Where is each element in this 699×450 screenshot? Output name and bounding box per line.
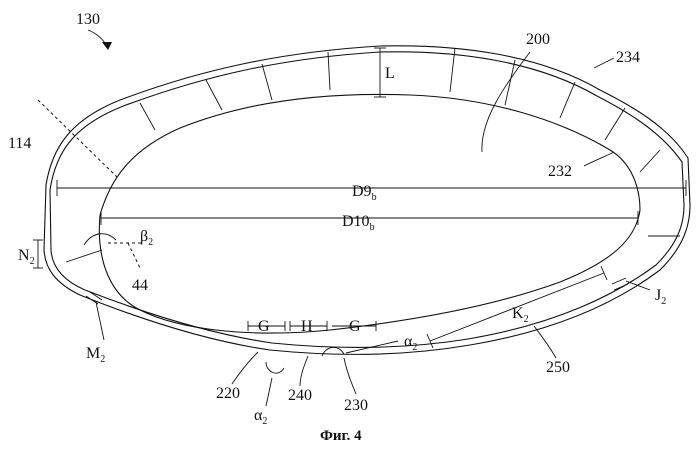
ref-230-leader [344, 358, 356, 394]
dim-D10b-label: D10b [342, 213, 375, 233]
ref-234-label: 234 [616, 49, 640, 66]
ref-220-label: 220 [216, 385, 240, 402]
dim-D9b-label: D9b [352, 183, 377, 203]
ref-232-label: 232 [548, 163, 572, 180]
ref-220-leader [232, 352, 258, 384]
alpha2-bump-bottom [266, 362, 284, 373]
ref-234-leader [594, 58, 614, 68]
ref-200-label: 200 [526, 31, 550, 48]
dim-J2-marker [612, 278, 650, 290]
dim-L-label: L [385, 65, 395, 82]
ref-250-label: 250 [546, 359, 570, 376]
alpha2-right-label: α2 [404, 333, 417, 353]
dim-G-left-label: G [258, 318, 270, 335]
ref-250-leader [534, 326, 556, 358]
ref-44-leader [128, 243, 140, 268]
ref-230-label: 230 [344, 397, 368, 414]
ref-44-label: 44 [132, 277, 148, 294]
dim-M2-marker [86, 292, 104, 340]
alpha2-bottom-label: α2 [254, 407, 267, 427]
ref-240-label: 240 [288, 387, 312, 404]
alpha2-bottom-leader [266, 378, 272, 406]
dim-N2-label: N2 [18, 247, 35, 267]
dim-H-label: H [301, 318, 313, 335]
dim-G-right-label: G [349, 318, 361, 335]
dim-M2-label: M2 [86, 345, 105, 365]
inner-optic-edge [99, 94, 640, 333]
outer-rim [44, 46, 690, 355]
beta2-label: β2 [140, 228, 153, 248]
ref-130-label: 130 [76, 11, 100, 28]
dim-J2-label: J2 [655, 287, 666, 307]
ref-232-leader [584, 152, 614, 166]
figure-caption: Фиг. 4 [320, 428, 362, 444]
ref-240-leader [300, 356, 308, 386]
ref-114-label: 114 [8, 135, 31, 152]
dim-K2-label: K2 [512, 305, 529, 325]
ref-130-arrowhead [102, 42, 112, 50]
